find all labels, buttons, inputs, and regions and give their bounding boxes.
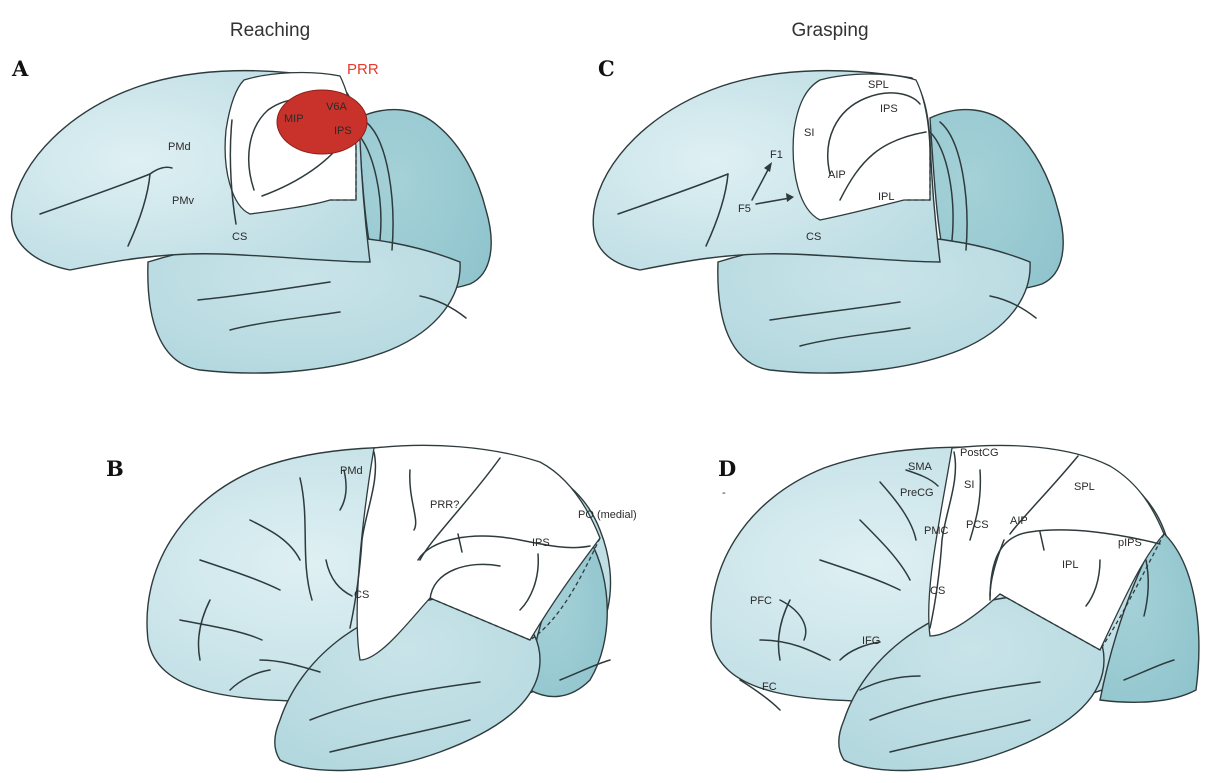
label-cs: CS <box>806 231 821 243</box>
label-aip: AIP <box>1010 515 1028 527</box>
label-pmd: PMd <box>168 141 191 153</box>
label-prr: PRR? <box>430 499 459 511</box>
label-v6a: V6A <box>326 101 347 113</box>
panel-c-brain <box>593 71 1063 373</box>
label-ifg: IFG <box>862 635 880 647</box>
label-po: PO (medial) <box>578 509 637 521</box>
label-pips: pIPS <box>1118 537 1142 549</box>
label-pfc: PFC <box>750 595 772 607</box>
label-cs: CS <box>930 585 945 597</box>
label-precg: PreCG <box>900 487 934 499</box>
panel-d-mark: - <box>722 487 726 499</box>
label-si: SI <box>804 127 814 139</box>
panel-d: D - <box>711 445 1199 770</box>
panel-a-brain <box>12 71 492 373</box>
label-f5: F5 <box>738 203 751 215</box>
panel-letter-a: A <box>11 56 29 81</box>
panel-a: A PRR V <box>11 56 491 373</box>
label-spl: SPL <box>1074 481 1095 493</box>
label-cs: CS <box>354 589 369 601</box>
label-pmd: PMd <box>340 465 363 477</box>
column-title-reaching: Reaching <box>230 20 310 41</box>
label-pcs: PCS <box>966 519 989 531</box>
label-aip: AIP <box>828 169 846 181</box>
label-pmv: PMv <box>172 195 195 207</box>
label-ips: IPS <box>880 103 898 115</box>
label-ips: IPS <box>532 537 550 549</box>
label-ips: IPS <box>334 125 352 137</box>
label-postcg: PostCG <box>960 447 999 459</box>
panel-letter-c: C <box>598 56 615 81</box>
label-pmc: PMC <box>924 525 949 537</box>
label-prr: PRR <box>347 61 379 78</box>
label-si: SI <box>964 479 974 491</box>
panel-b: B <box>106 445 637 770</box>
label-ipl: IPL <box>878 191 895 203</box>
label-cs: CS <box>232 231 247 243</box>
column-title-grasping: Grasping <box>791 20 868 41</box>
label-spl: SPL <box>868 79 889 91</box>
label-mip: MIP <box>284 113 304 125</box>
panel-letter-b: B <box>106 456 124 481</box>
panel-letter-d: D <box>718 456 736 481</box>
panel-c: C SPL IPS SI F1 AIP F5 IPL <box>593 56 1063 373</box>
panel-b-brain <box>147 445 611 770</box>
label-f1: F1 <box>770 149 783 161</box>
label-ipl: IPL <box>1062 559 1079 571</box>
panel-d-brain <box>711 445 1199 770</box>
label-sma: SMA <box>908 461 933 473</box>
label-fc: FC <box>762 681 777 693</box>
